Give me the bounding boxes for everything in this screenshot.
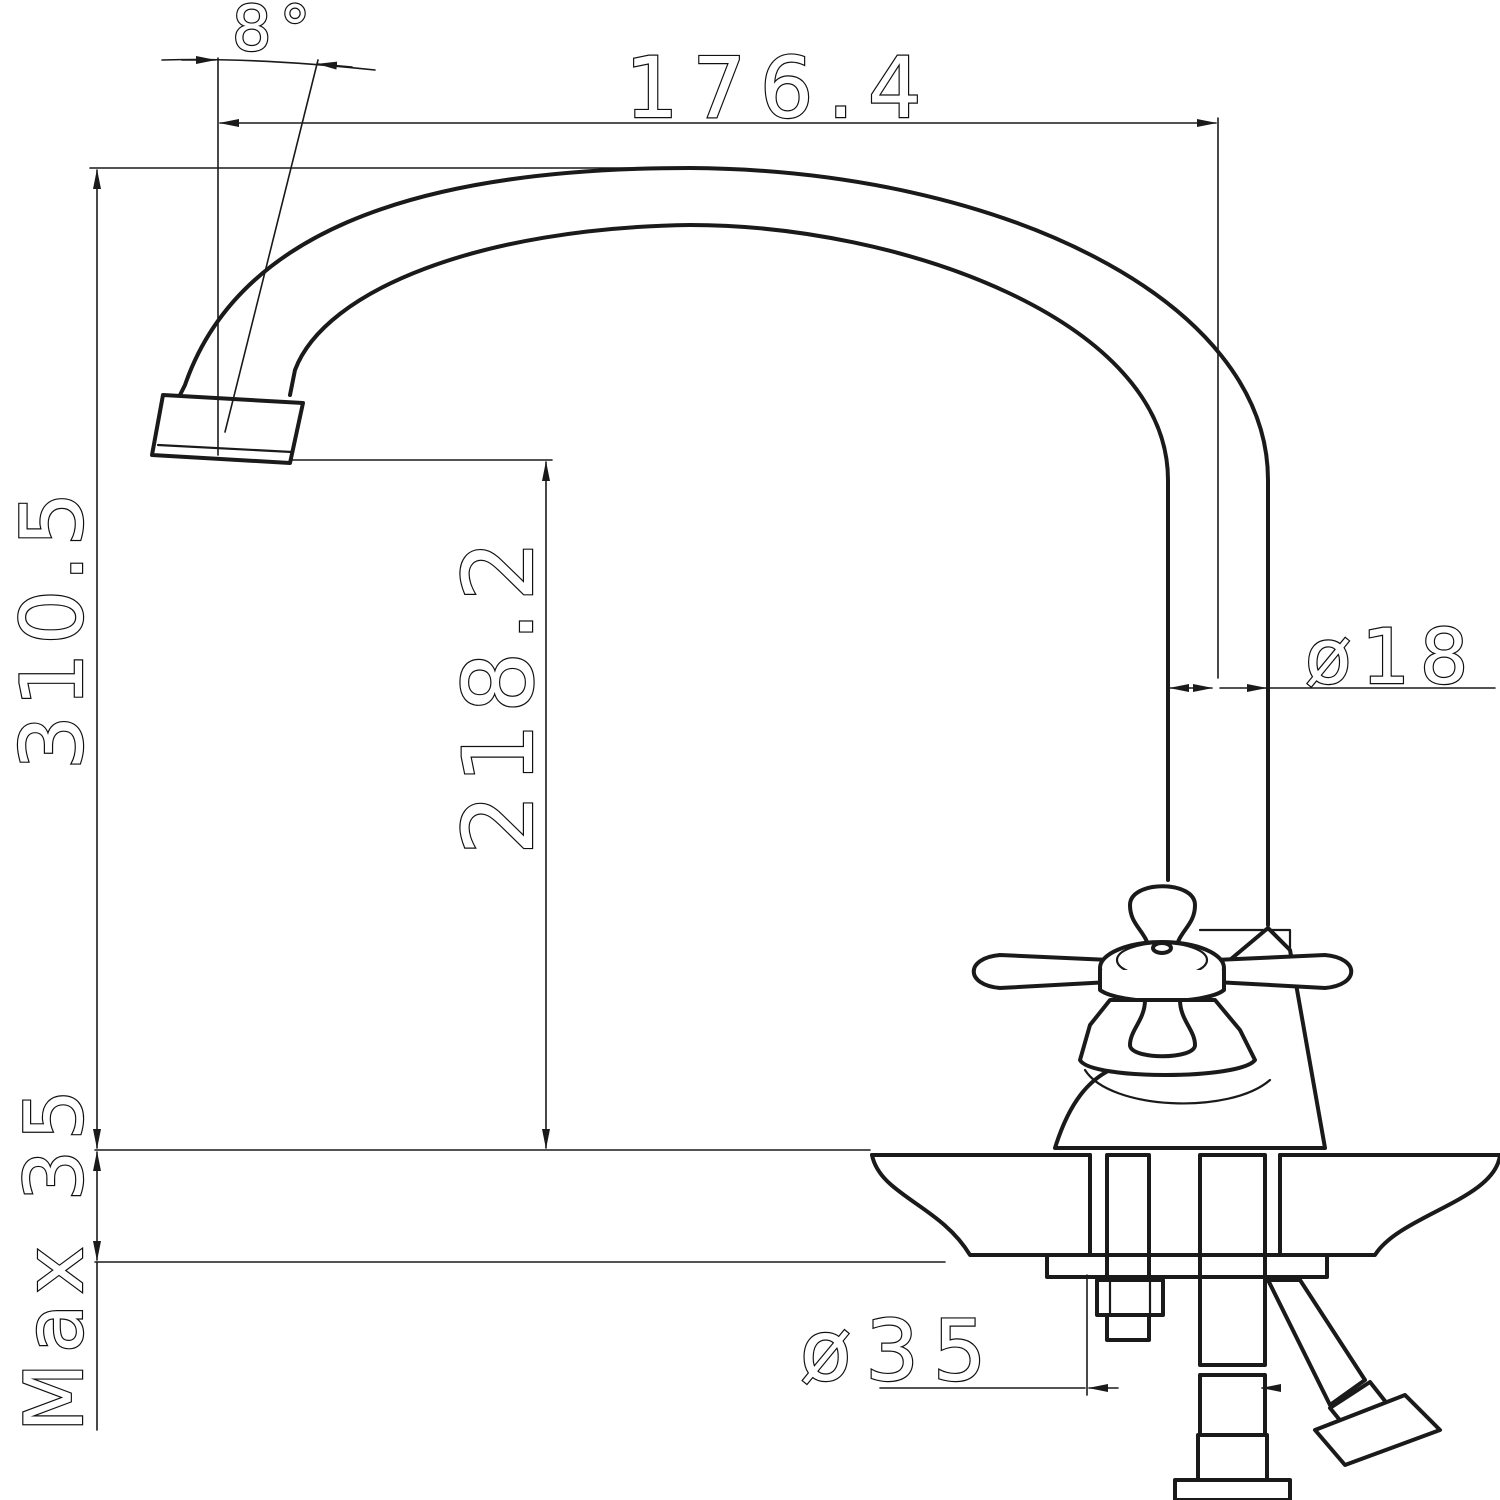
mounting-stud	[1095, 1153, 1165, 1342]
faucet-spout	[150, 166, 1270, 927]
outlet-height-label: 218.2	[443, 530, 555, 855]
dimension-lines	[89, 56, 1496, 1431]
spout-reach-label: 176.4	[625, 39, 935, 137]
aerator	[150, 393, 305, 465]
cross-handle	[971, 884, 1354, 1077]
spout-diameter-label: ø18	[1305, 612, 1478, 701]
supply-hoses	[1173, 1153, 1442, 1500]
spout-angle-label: 8°	[232, 0, 318, 65]
hole-diameter-label: ø35	[800, 1302, 1000, 1400]
total-height-label: 310.5	[3, 484, 103, 770]
countertop-section	[870, 1153, 1500, 1279]
max-thickness-label: Max 35	[8, 1079, 101, 1432]
